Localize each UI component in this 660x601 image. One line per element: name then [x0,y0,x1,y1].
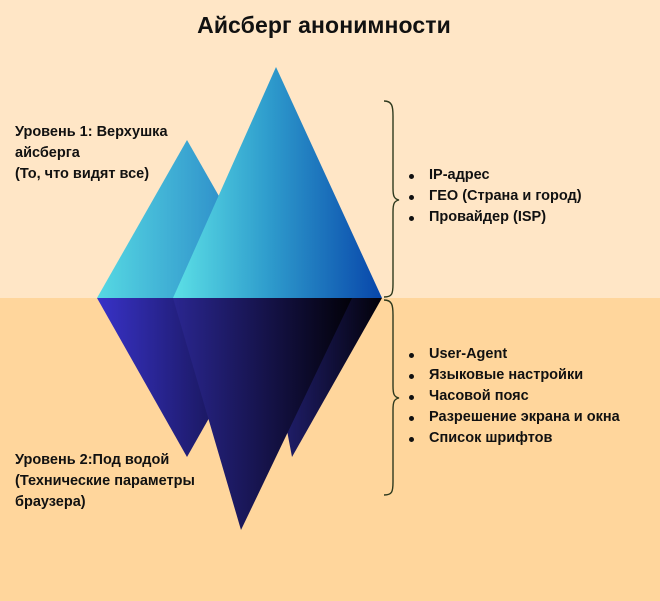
diagram-title: Айсберг анонимности [197,12,451,38]
level-2-line: (Технические параметры [15,473,195,489]
level-2-label: Уровень 2:Под водой (Технические парамет… [15,450,195,513]
level-1-line: (То, что видят все) [15,166,150,182]
list-item: Языковые настройки [395,365,620,386]
hidden-data-list: User-Agent Языковые настройки Часовой по… [395,344,620,449]
list-item: Часовой пояс [395,386,620,407]
underwater-middle-shard [173,298,352,530]
brace-top [383,100,400,298]
list-item: IP-адрес [395,165,582,186]
iceberg-peak-large [173,67,382,298]
level-2-line: браузера) [15,494,86,510]
level-1-line: айсберга [15,145,80,161]
list-item: Провайдер (ISP) [395,207,582,228]
level-2-line: Уровень 2:Под водой [15,452,170,468]
list-item: Разрешение экрана и окна [395,407,620,428]
list-item: Список шрифтов [395,428,620,449]
level-1-line: Уровень 1: Верхушка [15,124,168,140]
list-item: User-Agent [395,344,620,365]
brace-bottom [383,299,400,496]
visible-data-list: IP-адрес ГЕО (Страна и город) Провайдер … [395,165,582,228]
list-item: ГЕО (Страна и город) [395,186,582,207]
level-1-label: Уровень 1: Верхушка айсберга (То, что ви… [15,122,168,185]
